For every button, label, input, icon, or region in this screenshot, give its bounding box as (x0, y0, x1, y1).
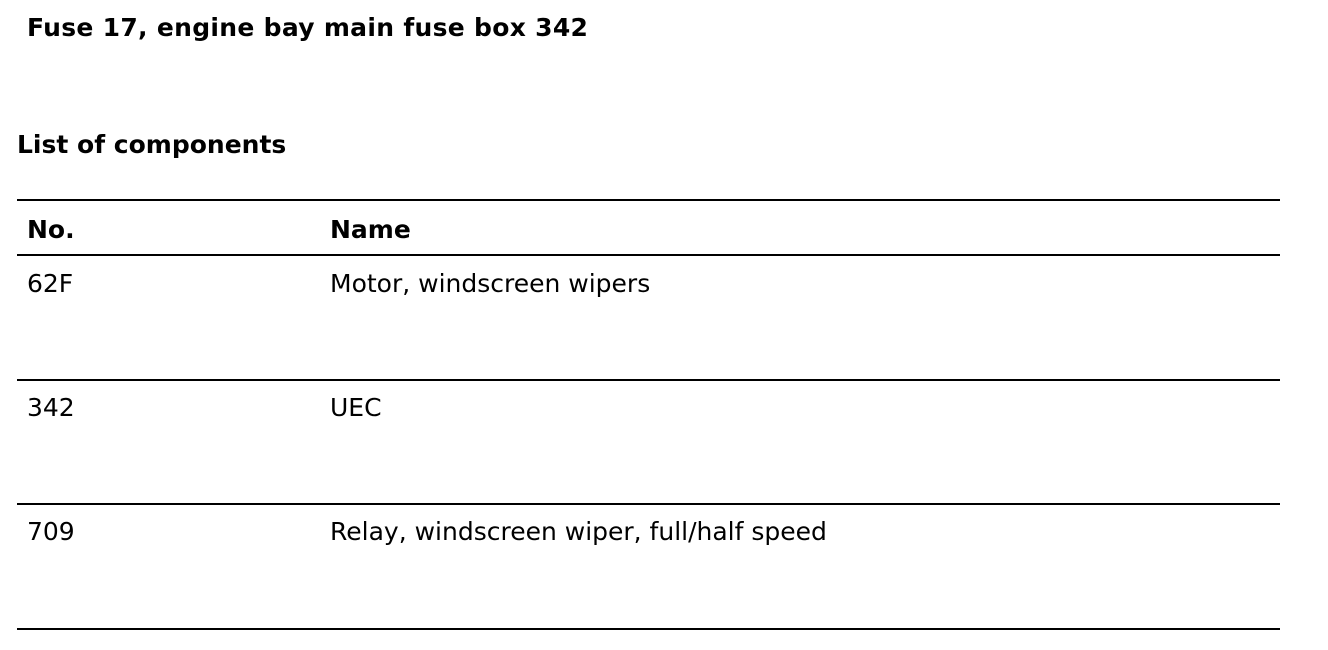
row-no: 709 (27, 517, 75, 546)
header-no: No. (27, 215, 75, 244)
row-divider (17, 503, 1280, 505)
row-name: Relay, windscreen wiper, full/half speed (330, 517, 827, 546)
table-bottom-rule (17, 628, 1280, 630)
row-no: 62F (27, 269, 74, 298)
row-name: UEC (330, 393, 382, 422)
document-title: Fuse 17, engine bay main fuse box 342 (27, 13, 589, 42)
row-divider (17, 379, 1280, 381)
row-no: 342 (27, 393, 75, 422)
table-header-rule (17, 254, 1280, 256)
header-name: Name (330, 215, 411, 244)
row-name: Motor, windscreen wipers (330, 269, 651, 298)
table-top-rule (17, 199, 1280, 201)
section-heading: List of components (17, 130, 287, 159)
